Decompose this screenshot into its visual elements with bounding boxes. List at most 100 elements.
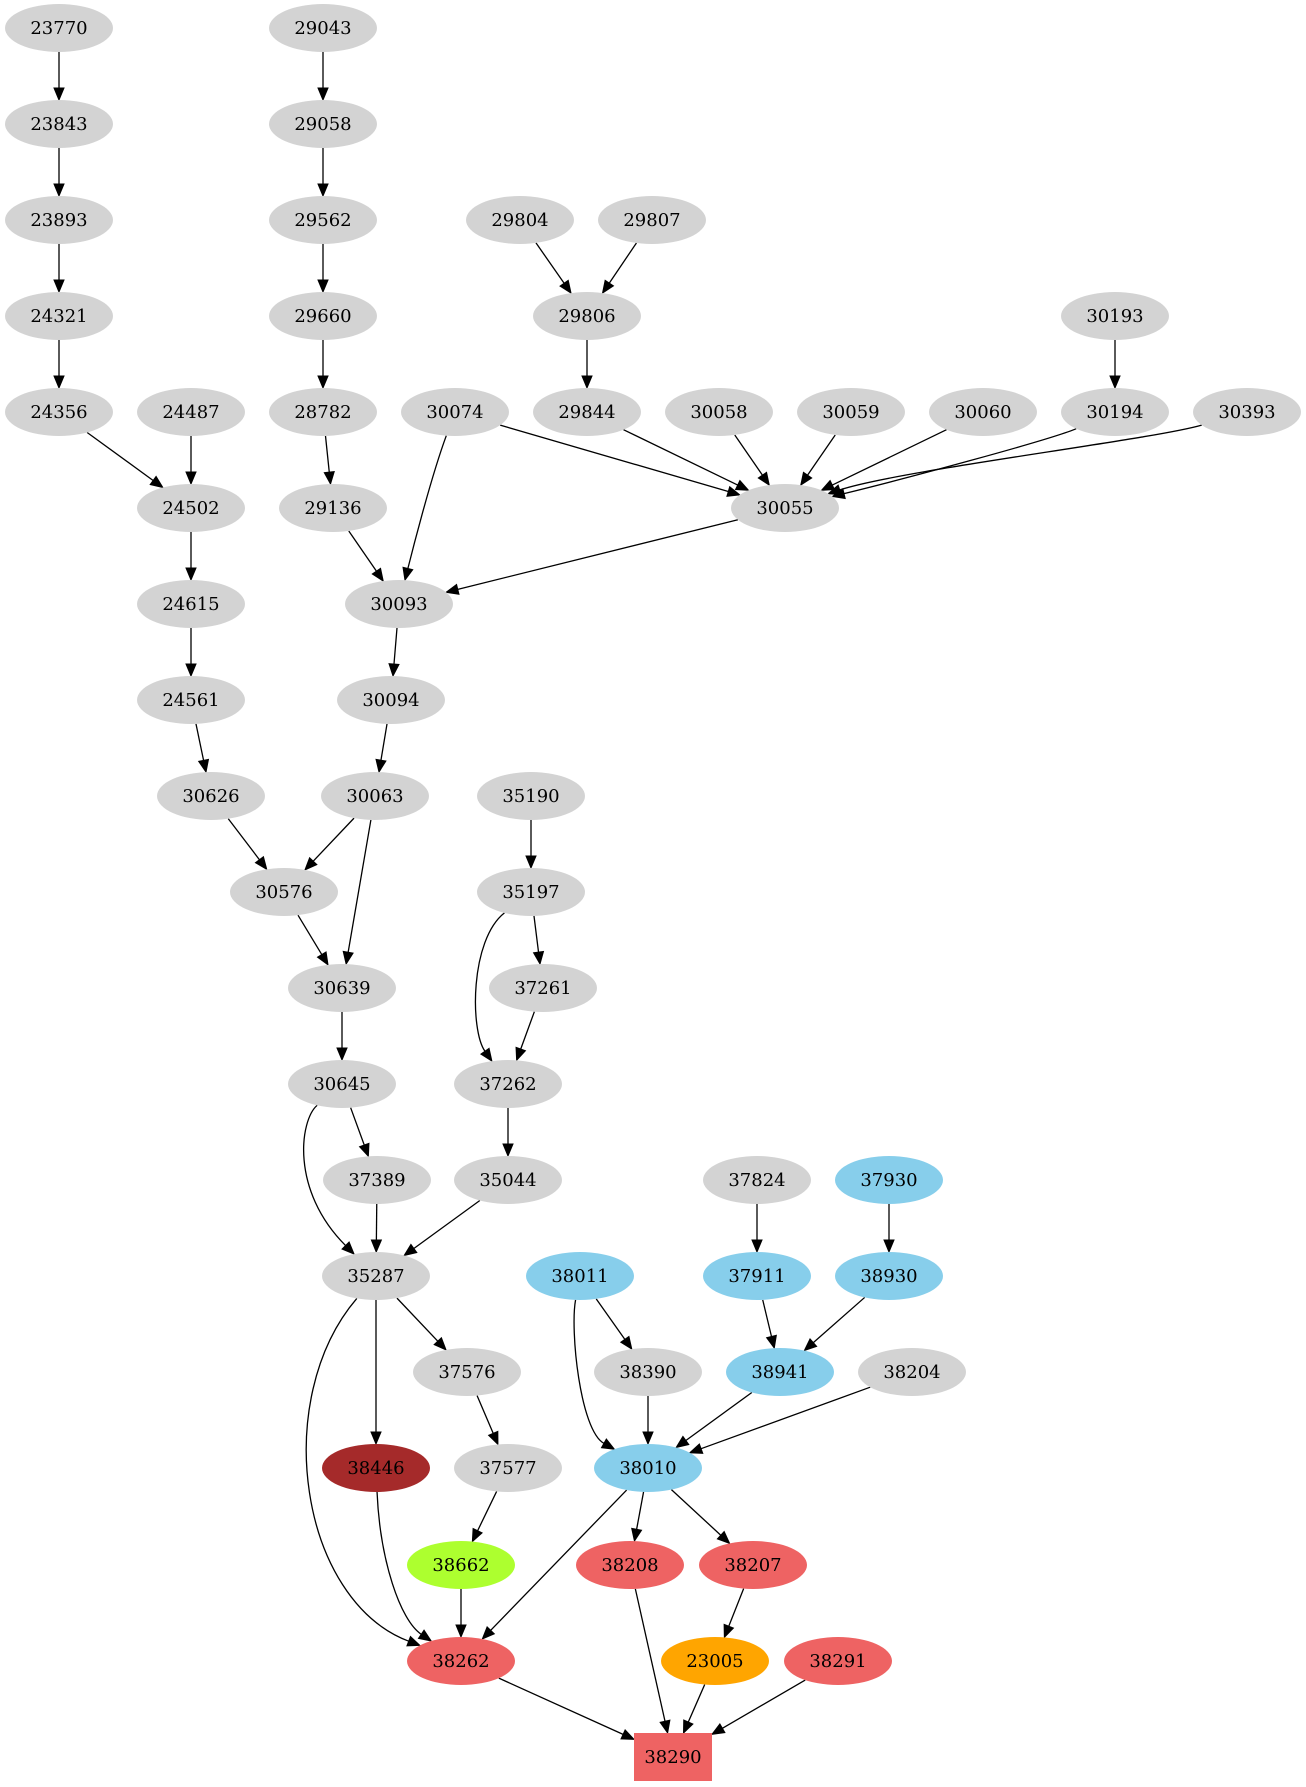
node-label: 38662 <box>432 1555 489 1576</box>
node-38011[interactable]: 38011 <box>526 1252 634 1300</box>
node-28782[interactable]: 28782 <box>269 388 377 436</box>
node-35044[interactable]: 35044 <box>454 1156 562 1204</box>
node-30194[interactable]: 30194 <box>1061 388 1169 436</box>
node-30626[interactable]: 30626 <box>157 772 265 820</box>
arrowhead-icon <box>532 950 545 966</box>
arrowhead-icon <box>417 1629 433 1642</box>
node-37930[interactable]: 37930 <box>835 1156 943 1204</box>
arrowhead-icon <box>642 1431 654 1446</box>
node-24487[interactable]: 24487 <box>137 388 245 436</box>
node-ellipse <box>157 772 265 820</box>
node-label: 38291 <box>809 1651 866 1672</box>
node-29844[interactable]: 29844 <box>533 388 641 436</box>
node-38941[interactable]: 38941 <box>726 1348 834 1396</box>
node-24321[interactable]: 24321 <box>5 292 113 340</box>
node-38208[interactable]: 38208 <box>576 1541 684 1589</box>
node-29043[interactable]: 29043 <box>269 4 377 52</box>
node-30055[interactable]: 30055 <box>731 484 839 532</box>
node-label: 24356 <box>30 402 87 423</box>
node-23893[interactable]: 23893 <box>5 196 113 244</box>
node-38446[interactable]: 38446 <box>322 1444 430 1492</box>
node-24615[interactable]: 24615 <box>137 580 245 628</box>
node-label: 29660 <box>294 306 351 327</box>
node-label: 30093 <box>370 594 427 615</box>
arrowhead-icon <box>341 1241 355 1255</box>
node-38930[interactable]: 38930 <box>835 1252 943 1300</box>
edge-35287-to-38446 <box>370 1300 382 1446</box>
node-label: 29807 <box>623 210 680 231</box>
arrowhead-icon <box>515 1046 527 1062</box>
node-37824[interactable]: 37824 <box>703 1156 811 1204</box>
node-30645[interactable]: 30645 <box>288 1060 396 1108</box>
node-label: 30645 <box>313 1074 370 1095</box>
node-23005[interactable]: 23005 <box>661 1637 769 1685</box>
node-ellipse <box>337 676 445 724</box>
node-29804[interactable]: 29804 <box>466 196 574 244</box>
node-37262[interactable]: 37262 <box>454 1060 562 1108</box>
arrowhead-icon <box>620 1728 636 1740</box>
node-38262[interactable]: 38262 <box>407 1637 515 1685</box>
edge-38010-to-38207 <box>670 1489 731 1545</box>
arrowhead-icon <box>323 470 335 486</box>
node-ellipse <box>454 1060 562 1108</box>
arrowhead-icon <box>734 479 750 491</box>
node-38290[interactable]: 38290 <box>634 1733 712 1781</box>
node-label: 38930 <box>860 1266 917 1287</box>
node-29660[interactable]: 29660 <box>269 292 377 340</box>
node-label: 30194 <box>1086 402 1143 423</box>
node-37911[interactable]: 37911 <box>703 1252 811 1300</box>
node-35287[interactable]: 35287 <box>322 1252 430 1300</box>
arrowhead-icon <box>525 855 537 870</box>
node-23843[interactable]: 23843 <box>5 100 113 148</box>
node-30193[interactable]: 30193 <box>1061 292 1169 340</box>
node-30060[interactable]: 30060 <box>929 388 1037 436</box>
node-label: 37261 <box>514 978 571 999</box>
node-30093[interactable]: 30093 <box>345 580 453 628</box>
node-38207[interactable]: 38207 <box>699 1541 807 1589</box>
node-35190[interactable]: 35190 <box>477 772 585 820</box>
node-23770[interactable]: 23770 <box>5 4 113 52</box>
edge-line <box>634 1588 666 1722</box>
node-38204[interactable]: 38204 <box>858 1348 966 1396</box>
node-37577[interactable]: 37577 <box>454 1444 562 1492</box>
node-ellipse <box>345 580 453 628</box>
node-38291[interactable]: 38291 <box>784 1637 892 1685</box>
node-35197[interactable]: 35197 <box>477 868 585 916</box>
edge-30063-to-30639 <box>342 819 372 966</box>
node-30639[interactable]: 30639 <box>288 964 396 1012</box>
node-37389[interactable]: 37389 <box>323 1156 431 1204</box>
node-29058[interactable]: 29058 <box>269 100 377 148</box>
node-38010[interactable]: 38010 <box>594 1444 702 1492</box>
node-30576[interactable]: 30576 <box>230 868 338 916</box>
node-30393[interactable]: 30393 <box>1193 388 1301 436</box>
node-ellipse <box>665 388 773 436</box>
edge-line <box>832 429 947 486</box>
node-ellipse <box>137 676 245 724</box>
node-29136[interactable]: 29136 <box>279 484 387 532</box>
edge-line <box>305 1298 409 1642</box>
node-38390[interactable]: 38390 <box>594 1348 702 1396</box>
arrowhead-icon <box>688 1443 704 1454</box>
node-29562[interactable]: 29562 <box>269 196 377 244</box>
node-label: 38010 <box>619 1458 676 1479</box>
arrowhead-icon <box>53 183 65 198</box>
edge-30393-to-30055 <box>827 424 1202 496</box>
node-37576[interactable]: 37576 <box>413 1348 521 1396</box>
node-30058[interactable]: 30058 <box>665 388 773 436</box>
node-24561[interactable]: 24561 <box>137 676 245 724</box>
node-29807[interactable]: 29807 <box>598 196 706 244</box>
edge-line <box>734 434 763 476</box>
node-30063[interactable]: 30063 <box>321 772 429 820</box>
node-37261[interactable]: 37261 <box>489 964 597 1012</box>
node-38662[interactable]: 38662 <box>407 1541 515 1589</box>
node-30059[interactable]: 30059 <box>797 388 905 436</box>
node-24502[interactable]: 24502 <box>137 484 245 532</box>
node-24356[interactable]: 24356 <box>5 388 113 436</box>
node-30094[interactable]: 30094 <box>337 676 445 724</box>
node-label: 30393 <box>1218 402 1275 423</box>
node-30074[interactable]: 30074 <box>401 388 509 436</box>
edge-29136-to-30093 <box>348 530 384 583</box>
edge-line <box>380 723 388 761</box>
edge-29058-to-29562 <box>317 148 329 198</box>
node-29806[interactable]: 29806 <box>533 292 641 340</box>
